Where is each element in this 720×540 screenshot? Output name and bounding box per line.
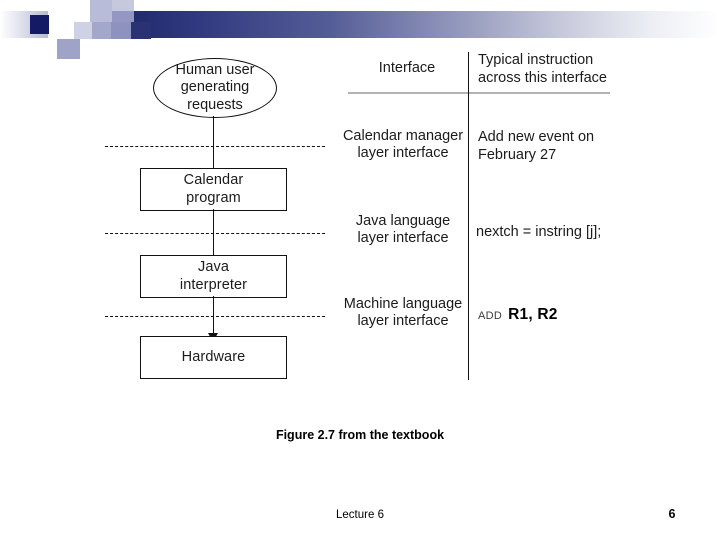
layer-boundary-java-language	[105, 233, 325, 234]
layer-boundary-calendar-manager	[105, 146, 325, 147]
column-divider	[468, 52, 469, 380]
connector-line-2	[213, 209, 214, 261]
column-header-interface: Interface	[378, 60, 436, 76]
connector-line-1	[213, 116, 214, 173]
decor-square-mid	[112, 11, 134, 22]
connector-line-3	[213, 296, 214, 338]
footer-lecture-label: Lecture 6	[336, 509, 384, 521]
slide-decoration-header	[0, 0, 720, 59]
decor-square-row2-4	[131, 22, 151, 39]
instruction-opcode: ADD	[478, 310, 503, 322]
decor-gradient-bar	[130, 11, 720, 38]
decor-square-row2-1	[74, 22, 92, 39]
decor-square-row2-3	[111, 22, 131, 39]
footer-page-number: 6	[668, 507, 676, 521]
figure-caption: Figure 2.7 from the textbook	[275, 428, 445, 442]
instruction-machine-language: ADD R1, R2	[478, 306, 648, 324]
node-hardware: Hardware	[140, 336, 287, 379]
decor-square-light-1	[90, 0, 112, 22]
header-underline	[348, 92, 610, 94]
instruction-java-language: nextch = instring [j];	[476, 224, 602, 240]
decor-square-row2-2	[92, 22, 111, 39]
decor-square-lower	[57, 39, 80, 59]
decor-square-dark	[30, 15, 49, 34]
instruction-operands: R1, R2	[508, 306, 558, 323]
layer-boundary-machine-language	[105, 316, 325, 317]
